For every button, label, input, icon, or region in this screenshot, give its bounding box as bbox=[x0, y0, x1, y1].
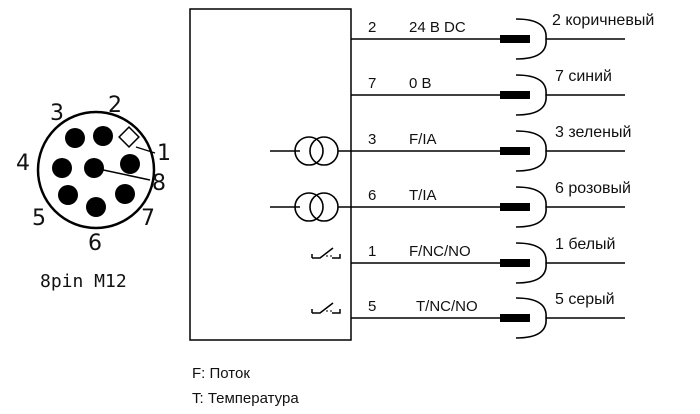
wire-color-label: 7 синий bbox=[555, 68, 612, 85]
plug-pin bbox=[500, 147, 530, 155]
plug-pin bbox=[500, 203, 530, 211]
plug-pin bbox=[500, 259, 530, 267]
legend-temperature-key: T bbox=[192, 390, 201, 407]
terminal-pin-number: 2 bbox=[368, 19, 376, 36]
terminal-row: 7 0 B 7 синий bbox=[351, 68, 625, 116]
current-source-circle-b bbox=[309, 192, 339, 222]
wire-color-label: 3 зеленый bbox=[555, 124, 631, 141]
pin-label-7: 7 bbox=[141, 206, 155, 231]
m12-connector: 3 2 1 4 8 5 7 6 8pin M12 bbox=[16, 93, 171, 292]
pin-6-dot bbox=[86, 197, 106, 217]
pin-label-4: 4 bbox=[16, 151, 30, 176]
legend-temperature-text: : Температура bbox=[200, 390, 300, 407]
device-box bbox=[189, 8, 352, 341]
terminal-signal: F/NC/NO bbox=[409, 243, 471, 260]
pin-4-dot bbox=[52, 158, 72, 178]
connector-body bbox=[36, 110, 156, 230]
switch-contact-icon bbox=[311, 302, 341, 314]
wire-color-label: 5 серый bbox=[555, 291, 615, 308]
pin-8-leader bbox=[93, 167, 151, 181]
pin-label-3: 3 bbox=[50, 101, 64, 126]
terminal-row: 5 T/NC/NO 5 серый bbox=[311, 291, 625, 339]
pin-7-dot bbox=[115, 184, 135, 204]
current-source-circle-a bbox=[294, 136, 324, 166]
terminal-pin-number: 6 bbox=[368, 187, 376, 204]
pin-label-1: 1 bbox=[157, 141, 171, 166]
terminal-row: 1 F/NC/NO 1 белый bbox=[311, 236, 625, 284]
terminal-signal: F/IA bbox=[409, 131, 437, 148]
legend-flow-text: : Поток bbox=[201, 365, 250, 382]
plug-pin bbox=[500, 314, 530, 322]
terminal-pin-number: 1 bbox=[368, 243, 376, 260]
current-source-circle-a bbox=[294, 192, 324, 222]
terminal-signal: 24 B DC bbox=[409, 19, 466, 36]
legend-flow-key: F bbox=[192, 365, 201, 382]
terminal-rows: 2 24 B DC 2 коричневый 7 0 B 7 синий 3 F/IA 3 зе… bbox=[270, 12, 654, 339]
legend: F: Поток T: Температура bbox=[192, 365, 299, 407]
terminal-signal: T/IA bbox=[409, 187, 437, 204]
pin-2-dot bbox=[93, 126, 113, 146]
terminal-row: 6 T/IA 6 розовый bbox=[270, 180, 631, 228]
pin-3-dot bbox=[65, 128, 85, 148]
switch-contact-icon bbox=[311, 247, 341, 259]
wire-color-label: 1 белый bbox=[555, 236, 615, 253]
pin-label-8: 8 bbox=[152, 171, 166, 196]
pin-1-key bbox=[118, 126, 140, 148]
pin-label-5: 5 bbox=[32, 206, 46, 231]
connector-caption: 8pin M12 bbox=[40, 271, 127, 292]
terminal-pin-number: 3 bbox=[368, 131, 376, 148]
pin-5-dot bbox=[58, 185, 78, 205]
pin-label-2: 2 bbox=[108, 93, 122, 118]
pin-label-6: 6 bbox=[88, 231, 102, 256]
terminal-signal: 0 B bbox=[409, 75, 432, 92]
legend-flow: F: Поток bbox=[192, 365, 250, 382]
wire-color-label: 2 коричневый bbox=[552, 12, 654, 29]
pin-1-leader bbox=[135, 146, 156, 154]
terminal-row: 3 F/IA 3 зеленый bbox=[270, 124, 631, 172]
terminal-row: 2 24 B DC 2 коричневый bbox=[351, 12, 654, 60]
terminal-signal: T/NC/NO bbox=[416, 298, 478, 315]
wire-color-label: 6 розовый bbox=[555, 180, 631, 197]
pin-1-dot bbox=[120, 154, 140, 174]
terminal-pin-number: 7 bbox=[368, 75, 376, 92]
plug-pin bbox=[500, 91, 530, 99]
terminal-pin-number: 5 bbox=[368, 298, 376, 315]
legend-temperature: T: Температура bbox=[192, 390, 299, 407]
plug-pin bbox=[500, 35, 530, 43]
current-source-circle-b bbox=[309, 136, 339, 166]
